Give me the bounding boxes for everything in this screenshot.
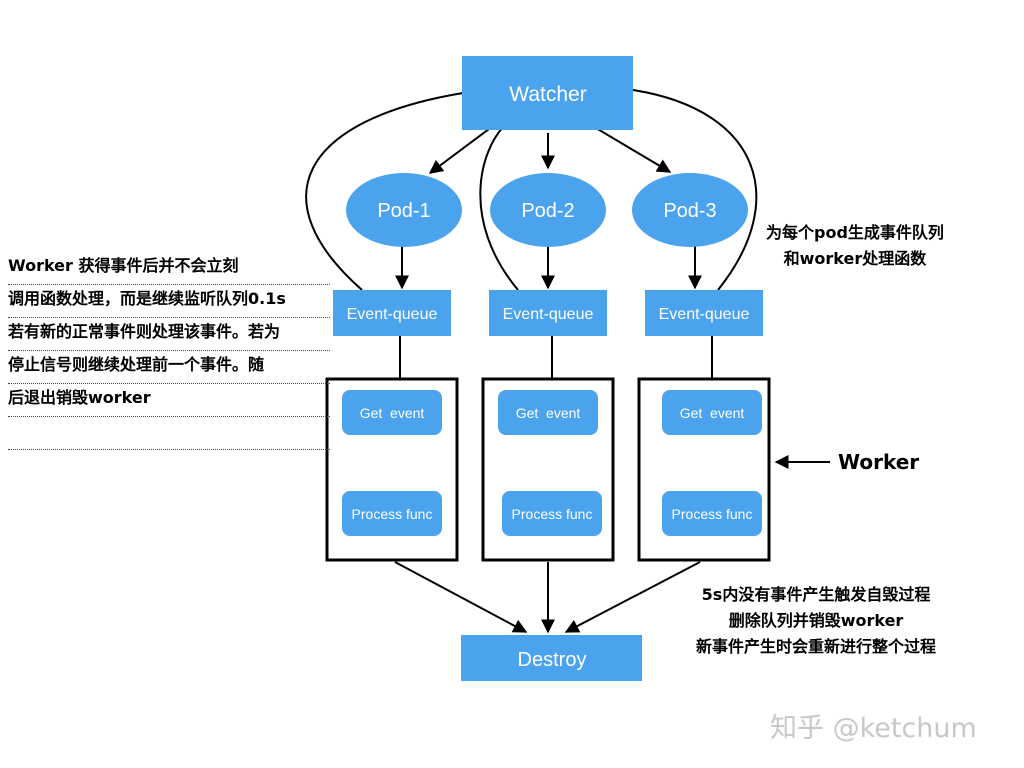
note-line: 删除队列并销毁worker [728, 611, 904, 630]
process-func-step [342, 491, 442, 536]
pod-node-1: Pod-1 [346, 173, 462, 247]
pod-label: Pod-2 [521, 200, 574, 222]
arrow-watcher-pod1 [428, 125, 494, 174]
svg-text:Process func: Process func [672, 506, 753, 522]
note-line: 若有新的正常事件则处理该事件。若为 [8, 318, 330, 351]
svg-text:Process func: Process func [512, 506, 593, 522]
arrow-worker1-destroy [394, 561, 528, 633]
note-line: 为每个pod生成事件队列 [766, 223, 944, 242]
worker-behavior-note: Worker 获得事件后并不会立刻 调用函数处理，而是继续监听队列0.1s 若有… [8, 252, 330, 450]
destroy-node: Destroy [461, 635, 642, 681]
svg-text:Get event: Get event [360, 405, 425, 421]
pod-node-2: Pod-2 [490, 173, 606, 247]
event-queue-node-2: Event-queue [489, 290, 607, 336]
worker-box-1: Get event Process func [325, 377, 459, 562]
event-queue-label: Event-queue [347, 306, 438, 323]
worker-label: Worker [838, 450, 920, 474]
svg-text:Process func: Process func [352, 506, 433, 522]
arrow-worker3-destroy [564, 561, 701, 633]
pod-label: Pod-3 [663, 200, 716, 222]
feedback-curve-queue2 [479, 124, 519, 291]
get-event-step [342, 390, 442, 435]
watcher-label: Watcher [509, 83, 586, 106]
pod-node-3: Pod-3 [632, 173, 748, 247]
svg-text:Get event: Get event [516, 405, 581, 421]
get-event-step [662, 390, 762, 435]
arrows [393, 125, 830, 634]
event-queue-label: Event-queue [503, 306, 594, 323]
pod-label: Pod-1 [377, 200, 430, 222]
feedback-curves [305, 89, 758, 291]
note-line: 停止信号则继续处理前一个事件。随 [8, 351, 330, 384]
note-line [8, 417, 330, 450]
arrow-watcher-pod3 [595, 127, 672, 173]
svg-text:Get event: Get event [680, 405, 745, 421]
get-event-step [498, 390, 598, 435]
note-line: Worker 获得事件后并不会立刻 [8, 252, 330, 285]
note-line: 5s内没有事件产生触发自毁过程 [701, 585, 931, 604]
watcher-node: Watcher [462, 56, 633, 130]
note-line: 调用函数处理，而是继续监听队列0.1s [8, 285, 330, 318]
note-line: 新事件产生时会重新进行整个过程 [696, 637, 937, 656]
note-line: 和worker处理函数 [783, 249, 927, 268]
event-queue-label: Event-queue [659, 306, 750, 323]
feedback-curve-queue3 [632, 89, 758, 291]
self-destroy-note: 5s内没有事件产生触发自毁过程 删除队列并销毁worker 新事件产生时会重新进… [696, 582, 936, 660]
worker-box-2: Get event Process func [481, 377, 615, 562]
queue-creation-note: 为每个pod生成事件队列 和worker处理函数 [766, 220, 944, 272]
worker-box-3: Get event Process func [637, 377, 771, 562]
feedback-curve-queue1 [305, 92, 464, 291]
event-queue-node-1: Event-queue [333, 290, 451, 336]
process-func-step [662, 491, 762, 536]
watermark: 知乎 @ketchum [770, 713, 977, 744]
note-line: 后退出销毁worker [8, 384, 330, 417]
process-func-step [502, 491, 602, 536]
destroy-label: Destroy [518, 649, 587, 671]
event-queue-node-3: Event-queue [645, 290, 763, 336]
